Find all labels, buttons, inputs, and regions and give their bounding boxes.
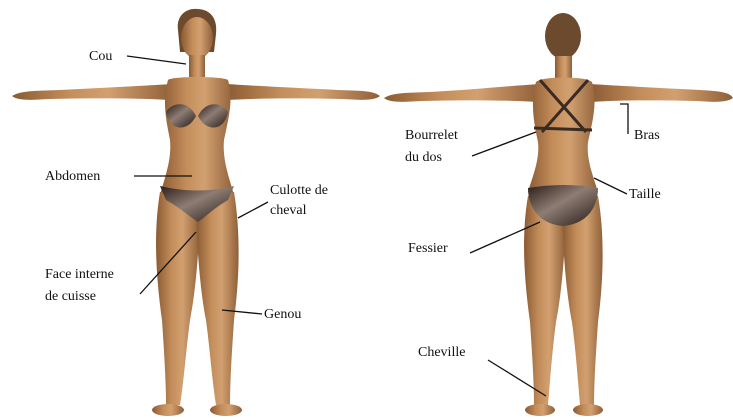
- label-cou: Cou: [89, 49, 112, 64]
- label-fessier: Fessier: [408, 241, 448, 256]
- label-bras: Bras: [634, 128, 660, 143]
- back-head: [545, 13, 581, 59]
- label-taille: Taille: [629, 187, 661, 202]
- label-bourrelet-line1: Bourrelet: [405, 128, 458, 143]
- front-right-foot: [210, 404, 242, 416]
- front-right-arm: [226, 84, 380, 100]
- leader-culotte: [238, 202, 268, 218]
- back-right-arm: [590, 84, 733, 102]
- label-bourrelet-line2: du dos: [405, 150, 442, 165]
- back-right-foot: [573, 404, 603, 416]
- label-culotte-line1: Culotte de: [270, 183, 328, 198]
- front-neck: [189, 55, 205, 77]
- leader-bourrelet: [472, 132, 536, 156]
- back-left-leg: [524, 196, 566, 405]
- front-left-leg: [156, 192, 200, 405]
- back-torso: [528, 78, 598, 193]
- leader-bras: [620, 104, 628, 134]
- label-genou: Genou: [264, 307, 301, 322]
- front-head: [181, 17, 213, 59]
- front-right-leg: [196, 192, 239, 405]
- label-face-interne-line2: de cuisse: [45, 289, 96, 304]
- back-left-arm: [384, 84, 540, 102]
- front-left-foot: [152, 404, 184, 416]
- back-left-foot: [525, 404, 555, 416]
- front-left-arm: [12, 84, 172, 100]
- back-right-leg: [562, 196, 603, 405]
- label-abdomen: Abdomen: [45, 169, 100, 184]
- back-neck: [555, 56, 572, 78]
- label-cheville: Cheville: [418, 345, 465, 360]
- leader-taille: [594, 178, 627, 194]
- front-torso: [160, 77, 234, 195]
- front-view-figure: [12, 9, 380, 416]
- leader-cou: [127, 56, 186, 64]
- label-culotte-line2: cheval: [270, 203, 307, 218]
- label-face-interne-line1: Face interne: [45, 267, 114, 282]
